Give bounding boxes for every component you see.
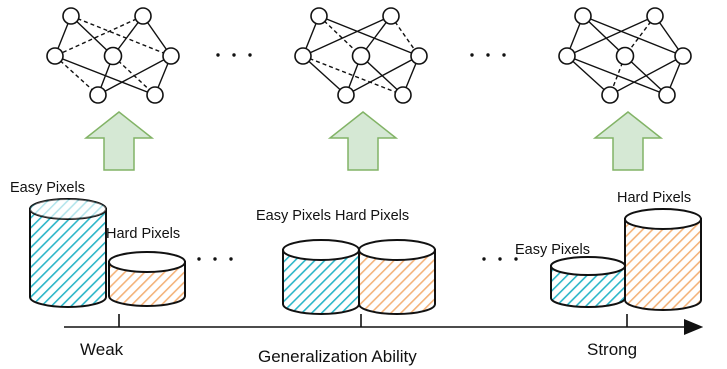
cylinder-icon xyxy=(108,251,186,307)
up-arrow-icon xyxy=(327,111,399,171)
hard-pixels-label: Hard Pixels xyxy=(617,190,691,206)
neural-network-icon xyxy=(46,7,180,104)
easy-pixels-label: Easy Pixels xyxy=(10,180,85,196)
cylinder-icon xyxy=(29,198,107,308)
ellipsis-icon xyxy=(197,257,233,261)
weak-label: Weak xyxy=(80,340,124,359)
hard-pixels-label: Hard Pixels xyxy=(106,226,180,242)
easy-pixels-label: Easy Pixels xyxy=(515,242,590,258)
strong-label: Strong xyxy=(587,340,637,359)
up-arrow-icon xyxy=(592,111,664,171)
ellipsis-icon xyxy=(216,53,252,57)
easy-hard-pixels-label: Easy Pixels Hard Pixels xyxy=(256,208,409,224)
neural-network-icon xyxy=(294,7,428,104)
cylinder-icon xyxy=(358,239,436,315)
axis-title: Generalization Ability xyxy=(258,347,417,366)
cylinder-icon xyxy=(624,208,702,311)
up-arrow-icon xyxy=(83,111,155,171)
ellipsis-icon xyxy=(470,53,506,57)
ellipsis-icon xyxy=(482,257,518,261)
neural-network-icon xyxy=(558,7,692,104)
cylinder-icon xyxy=(550,256,626,308)
cylinder-icon xyxy=(282,239,360,315)
